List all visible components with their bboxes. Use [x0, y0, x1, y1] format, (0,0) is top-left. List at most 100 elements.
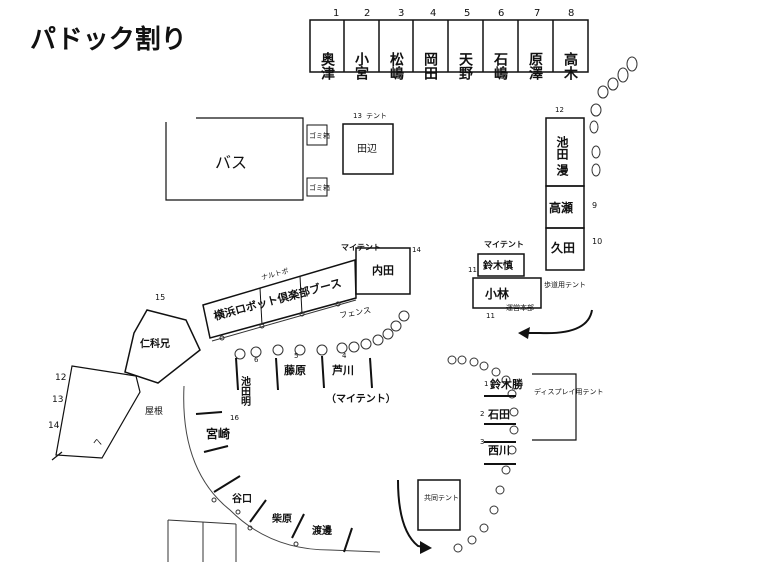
fence-label: フェンス [339, 306, 372, 320]
nishina-booth [124, 309, 201, 384]
tanabe-tent-label: テント [366, 112, 387, 120]
yane-label: 屋根 [145, 405, 163, 417]
left-number-12: 12 [55, 373, 66, 383]
top-name-7: 原澤 [527, 52, 543, 81]
trash-box-1: ゴミ箱 [309, 131, 330, 140]
right-lower-name-nishikawa: 西川 [488, 444, 510, 457]
sidewalk-tent-note: 歩道用テント [544, 280, 586, 289]
miyazaki-divider-1 [195, 411, 223, 415]
right-lower-name-ishida: 石田 [487, 408, 510, 421]
flow-arrow-right [520, 309, 593, 335]
top-num-2: 2 [364, 8, 370, 19]
left-zone [55, 365, 141, 459]
top-num-4: 4 [430, 8, 436, 19]
my-tent-label-1: マイテント [484, 240, 524, 249]
nishina-name: 仁科兄 [140, 337, 170, 350]
edge-line-4 [167, 519, 237, 525]
inner-number-6: 6 [254, 356, 259, 364]
inner-name-ashikawa: 芦川 [332, 363, 354, 377]
top-num-1: 1 [333, 8, 339, 19]
display-tent-label: ディスプレイ用テント [534, 387, 604, 396]
ikeda-name: 池田 漫 [555, 135, 569, 177]
tanabe-name: 田辺 [357, 143, 377, 155]
right-column-booths [545, 117, 585, 271]
kobayashi-booth [472, 277, 542, 309]
miyazaki-number: 16 [230, 414, 239, 422]
right-lower-name-suzuki: 鈴木勝 [490, 377, 524, 391]
suzuki-shin-number: 11 [468, 266, 477, 274]
my-tent-label-3: （マイテント） [326, 392, 396, 405]
top-name-8: 高木 [562, 51, 579, 81]
kubota-number: 10 [592, 237, 602, 246]
takase-number: 9 [592, 201, 597, 210]
top-name-1: 奥津 [319, 51, 335, 81]
page-title: パドック割り [30, 24, 187, 55]
left-zone-letter: へ [93, 438, 102, 448]
uchida-number: 14 [412, 246, 421, 254]
yokohama-booth-note: ナルトボ [260, 267, 289, 282]
right-lower-number-1: 1 [484, 380, 488, 388]
miyazaki-name: 宮崎 [206, 426, 230, 441]
flow-arrow-right-head [518, 327, 530, 339]
top-num-5: 5 [464, 8, 470, 19]
top-booth-row [309, 19, 589, 73]
bus: バス [165, 117, 304, 201]
kubota-name: 久田 [551, 240, 575, 255]
track-curve [183, 385, 381, 553]
shared-tent-box [417, 479, 461, 531]
inner-number-4: 4 [342, 352, 347, 360]
top-name-4: 岡田 [422, 52, 438, 81]
top-num-3: 3 [398, 8, 404, 19]
top-name-6: 石嶋 [492, 52, 509, 81]
inner-name-ikeda: 池田明 [239, 375, 251, 407]
right-lower-number-2: 2 [480, 410, 484, 418]
flow-arrow-bottom-head [420, 541, 432, 554]
yokohama-booth: 横浜ロボット倶楽部ブース ナルトボ [202, 259, 357, 339]
right-lower-number-3: 3 [480, 438, 484, 446]
kobayashi-name: 小林 [485, 286, 509, 301]
flow-arrow-bottom [397, 479, 429, 549]
left-number-13: 13 [52, 395, 63, 405]
tire-barrier-top-right [589, 56, 638, 177]
right-lower-dividers [484, 395, 516, 465]
bottom-row-dots [211, 497, 299, 547]
miyazaki-divider-2 [203, 445, 229, 453]
nishina-number: 15 [155, 293, 165, 302]
kobayashi-note: 運営本部 [506, 303, 534, 312]
takase-name: 高瀬 [549, 200, 573, 215]
top-name-5: 天野 [457, 52, 473, 81]
tanabe-number: 13 [353, 112, 362, 120]
top-name-3: 松嶋 [388, 51, 404, 81]
suzuki-shin-booth [477, 253, 525, 277]
tire-barrier-right-lower [447, 355, 519, 553]
uchida-name: 内田 [372, 263, 394, 277]
inner-name-fujiwara: 藤原 [284, 363, 306, 377]
top-booth-numbers: 1 2 3 4 5 6 7 8 [333, 8, 574, 19]
inner-row-dividers [235, 355, 373, 391]
fence-posts [211, 299, 357, 342]
display-tent-box [532, 373, 577, 441]
top-num-7: 7 [534, 8, 540, 19]
bottom-row-dividers [213, 475, 353, 553]
suzuki-shin-name: 鈴木慎 [483, 259, 513, 272]
watanabe-name: 渡邊 [312, 524, 332, 537]
shared-tent-label: 共同テント [424, 493, 459, 502]
tanabe-tent: 13 テント 田辺 [342, 112, 394, 175]
trash-box-2: ゴミ箱 [309, 183, 330, 192]
top-num-6: 6 [498, 8, 504, 19]
top-name-2: 小宮 [353, 52, 369, 81]
taniguchi-name: 谷口 [232, 492, 252, 505]
small-boxes: ゴミ箱 ゴミ箱 [306, 124, 330, 197]
top-booth-names: 奥津 小宮 松嶋 岡田 天野 石嶋 原澤 高木 [319, 51, 579, 81]
left-number-14: 14 [48, 421, 60, 431]
kobayashi-number: 11 [486, 312, 495, 320]
inner-number-5: 5 [294, 352, 298, 360]
tire-barrier-center [234, 310, 410, 360]
shibahara-name: 柴原 [271, 512, 292, 525]
left-arrow-mark [51, 451, 63, 461]
bus-label: バス [215, 153, 247, 172]
ikeda-number: 12 [555, 106, 564, 114]
top-num-8: 8 [568, 8, 574, 19]
